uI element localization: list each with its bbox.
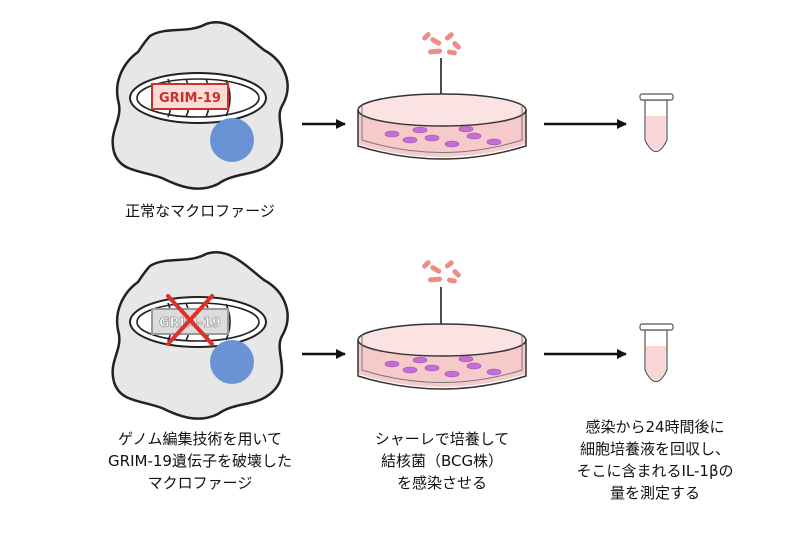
bacteria-bcg — [422, 260, 461, 284]
caption-normal-macrophage: 正常なマクロファージ — [100, 200, 300, 222]
grim19-label: GRIM-19 — [159, 91, 221, 106]
sample-tube — [639, 93, 674, 153]
caption-line: 量を測定する — [609, 484, 700, 502]
caption-culture-infection: シャーレで培養して 結核菌（BCG株） を感染させる — [352, 428, 532, 494]
nucleus — [210, 118, 254, 162]
caption-line: マクロファージ — [147, 474, 253, 492]
caption-il1b-measurement: 感染から24時間後に 細胞培養液を回収し、 そこに含まれるIL-1βの 量を測定… — [555, 416, 755, 504]
caption-line: そこに含まれるIL-1βの — [576, 462, 734, 480]
caption-line: シャーレで培養して — [374, 430, 510, 448]
caption-line: 細胞培養液を回収し、 — [579, 440, 730, 458]
grim19-knockout-macrophage: GRIM-19 — [111, 251, 289, 420]
caption-line: 結核菌（BCG株） — [380, 452, 504, 470]
bacteria-bcg — [422, 32, 461, 56]
caption-knockout-macrophage: ゲノム編集技術を用いて GRIM-19遺伝子を破壊した マクロファージ — [85, 428, 315, 494]
sample-tube — [639, 323, 674, 383]
normal-macrophage: GRIM-19 — [111, 21, 289, 190]
caption-line: ゲノム編集技術を用いて — [117, 430, 283, 448]
grim19-label-box — [151, 83, 229, 110]
petri-dish — [357, 323, 527, 390]
caption-line: 正常なマクロファージ — [125, 202, 275, 220]
caption-line: 感染から24時間後に — [585, 418, 725, 436]
caption-line: GRIM-19遺伝子を破壊した — [108, 452, 292, 470]
cultured-cells — [384, 355, 502, 378]
grim19-label-disabled: GRIM-19 — [159, 316, 221, 331]
caption-line: を感染させる — [396, 474, 487, 492]
knockout-cross-icon — [166, 294, 214, 346]
nucleus — [210, 340, 254, 384]
cultured-cells — [384, 125, 502, 148]
grim19-label-box-disabled — [151, 308, 229, 335]
petri-dish — [357, 93, 527, 160]
